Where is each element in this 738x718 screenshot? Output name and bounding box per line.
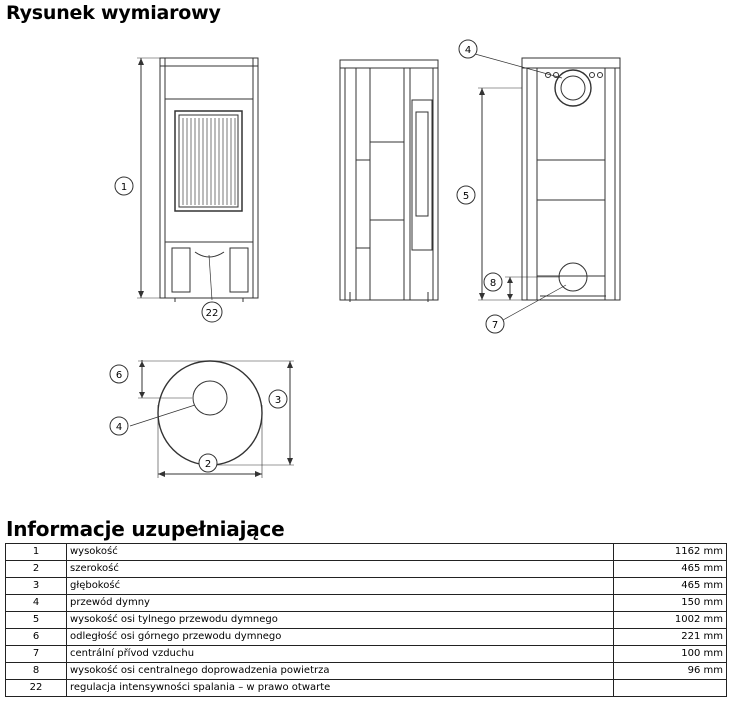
row-label: odległość osi górnego przewodu dymnego: [65, 628, 615, 646]
svg-text:3: 3: [275, 395, 281, 406]
row-label: centrální přívod vzduchu: [65, 645, 615, 663]
svg-text:4: 4: [465, 45, 471, 56]
row-number: 6: [5, 628, 67, 646]
row-number: 1: [5, 543, 67, 561]
callout-5: 5: [456, 185, 476, 205]
svg-text:4: 4: [116, 422, 122, 433]
callout-22: 22: [201, 301, 223, 323]
row-value: 221 mm: [613, 628, 727, 646]
callout-8: 8: [483, 272, 503, 292]
callout-3: 3: [268, 389, 288, 409]
row-number: 7: [5, 645, 67, 663]
row-value: 465 mm: [613, 577, 727, 595]
callout-1: 1: [114, 176, 134, 196]
section-title: Informacje uzupełniające: [6, 517, 285, 541]
svg-text:5: 5: [463, 191, 469, 202]
svg-text:6: 6: [116, 370, 122, 381]
row-value: [613, 679, 727, 697]
row-label: wysokość osi tylnego przewodu dymnego: [65, 611, 615, 629]
row-label: głębokość: [65, 577, 615, 595]
row-label: szerokość: [65, 560, 615, 578]
back-view: [474, 53, 621, 321]
row-label: regulacja intensywności spalania – w pra…: [65, 679, 615, 697]
row-number: 2: [5, 560, 67, 578]
row-number: 22: [5, 679, 67, 697]
callout-6: 6: [109, 364, 129, 384]
page-title: Rysunek wymiarowy: [6, 2, 221, 24]
svg-text:2: 2: [205, 459, 211, 470]
row-value: 150 mm: [613, 594, 727, 612]
row-label: przewód dymny: [65, 594, 615, 612]
svg-text:7: 7: [492, 320, 498, 331]
svg-text:22: 22: [206, 308, 219, 319]
row-value: 1002 mm: [613, 611, 727, 629]
row-number: 5: [5, 611, 67, 629]
glass-ribs: [182, 118, 236, 205]
callout-4-back: 4: [458, 39, 478, 59]
row-label: wysokość osi centralnego doprowadzenia p…: [65, 662, 615, 680]
callout-4-top: 4: [109, 416, 129, 436]
dimension-drawing: 1 22 4 5 8 7 6 3 4 2: [109, 39, 621, 478]
row-label: wysokość: [65, 543, 615, 561]
svg-text:8: 8: [490, 278, 496, 289]
callout-2: 2: [198, 453, 218, 473]
row-value: 465 mm: [613, 560, 727, 578]
callout-7: 7: [485, 314, 505, 334]
svg-text:1: 1: [121, 182, 127, 193]
row-value: 100 mm: [613, 645, 727, 663]
row-value: 1162 mm: [613, 543, 727, 561]
row-number: 4: [5, 594, 67, 612]
row-number: 8: [5, 662, 67, 680]
front-view: [137, 57, 259, 302]
row-value: 96 mm: [613, 662, 727, 680]
top-view: [129, 360, 294, 478]
side-view: [339, 59, 439, 302]
row-number: 3: [5, 577, 67, 595]
